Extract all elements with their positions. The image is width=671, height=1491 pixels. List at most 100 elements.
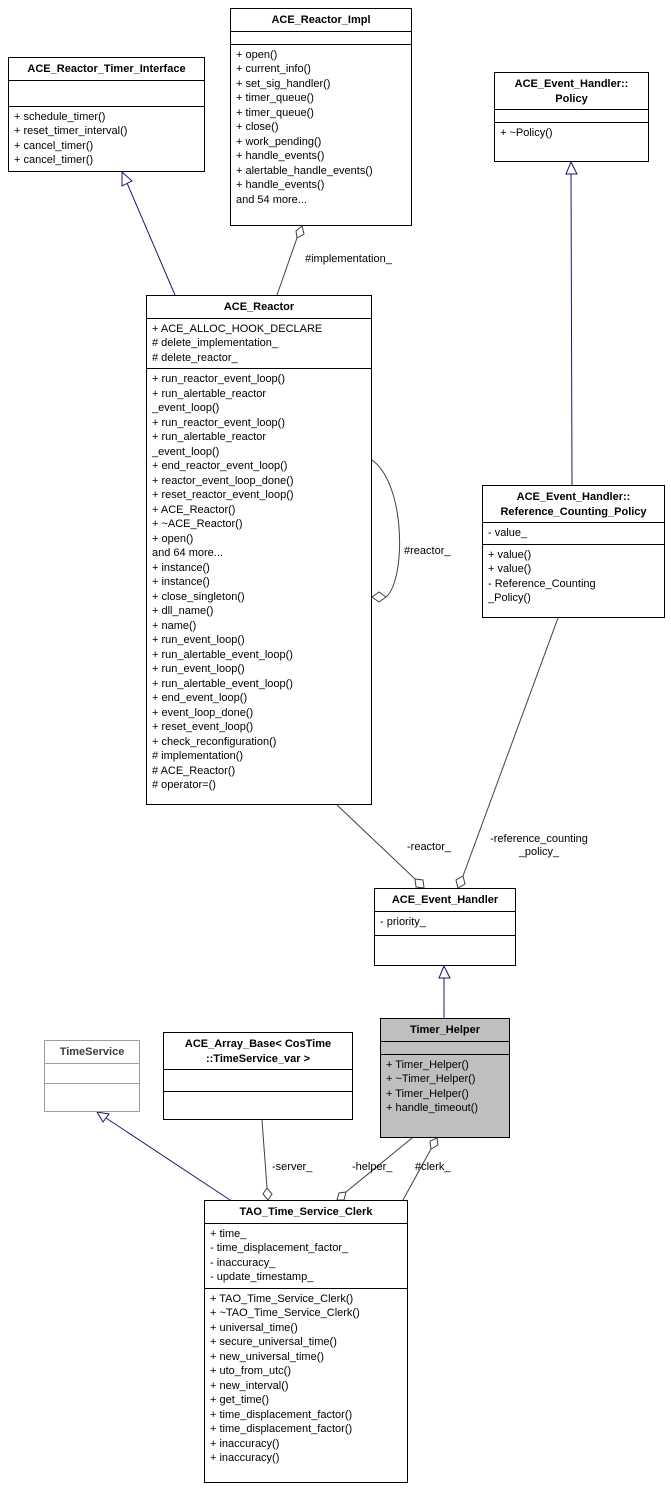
edge-reactor-self (371, 459, 401, 603)
text-line: + cancel_timer() (14, 154, 94, 166)
text-line: ACE_Array_Base< CosTime (184, 1038, 332, 1050)
text-line: TAO_Time_Service_Clerk (239, 1206, 373, 1218)
text-line: Timer_Helper (409, 1024, 481, 1036)
inheritance-arrowhead (121, 170, 133, 187)
edge-label-reactor: -reactor_ (407, 841, 452, 853)
text-line: + universal_time() (210, 1321, 298, 1334)
text-line: + ~Timer_Helper() (386, 1073, 476, 1085)
text-line: ACE_Reactor_Impl (271, 14, 371, 26)
text-line: + ~ACE_Reactor() (152, 518, 243, 530)
text-line: _event_loop() (152, 402, 220, 414)
edge-label-server: -server_ (272, 1161, 313, 1173)
edge-refpolicy-inherits-policy (565, 160, 578, 486)
text-line: + instance() (152, 576, 210, 588)
class-title: ACE_Event_Handler (375, 889, 515, 911)
class-title: ACE_Reactor (147, 296, 371, 318)
text-line: + alertable_handle_events() (236, 164, 373, 177)
class-title: ACE_Reactor_Timer_Interface (9, 58, 204, 80)
text-line: - time_displacement_factor_ (210, 1242, 349, 1254)
text-line: + cancel_timer() (14, 139, 94, 152)
edge-helper-member (336, 1137, 413, 1201)
inheritance-arrowhead (565, 160, 578, 175)
text-line: + timer_queue() (236, 92, 314, 104)
text-line: + run_alertable_event_loop() (152, 677, 293, 690)
methods-compartment: + ~Policy() (495, 122, 648, 161)
text-line: + value() (488, 563, 532, 575)
text-line: + close_singleton() (152, 590, 245, 603)
attributes-compartment: - priority_ (375, 910, 515, 935)
edge-label-line: _policy_ (518, 846, 560, 858)
text-line: ACE_Event_Handler (391, 894, 499, 906)
text-line: # delete_implementation_ (152, 337, 278, 349)
text-line: + name() (152, 619, 197, 632)
methods-compartment (164, 1091, 352, 1119)
text-line: + Timer_Helper() (386, 1087, 469, 1100)
text-line: - value_ (488, 527, 528, 539)
text-line: + ~Policy() (500, 127, 553, 139)
aggregation-diamond (336, 1191, 347, 1201)
text-line: + secure_universal_time() (210, 1336, 337, 1348)
attributes-compartment (231, 30, 411, 44)
edge-label-reference-counting-policy: -reference_counting _policy_ (479, 833, 599, 859)
text-line: + instance() (152, 561, 210, 574)
edge-reference-counting-policy-member (455, 617, 559, 889)
attributes-compartment: - value_ (483, 522, 664, 544)
class-box-ace-reactor-timer-interface[interactable]: ACE_Reactor_Timer_Interface + schedule_t… (8, 57, 205, 172)
class-box-ace-event-handler-policy[interactable]: ACE_Event_Handler::Policy + ~Policy() (494, 72, 649, 162)
text-line: + event_loop_done() (152, 706, 254, 719)
edge-implementation (276, 225, 305, 296)
text-line: ACE_Reactor (223, 301, 295, 313)
text-line: # ACE_Reactor() (152, 764, 236, 777)
text-line: + reset_timer_interval() (14, 125, 128, 137)
class-box-ace-event-handler[interactable]: ACE_Event_Handler - priority_ (374, 888, 516, 966)
text-line: and 54 more... (236, 193, 307, 206)
edge-reactor-inherits-timer-interface (121, 170, 176, 296)
class-box-timeservice[interactable]: TimeService (44, 1040, 140, 1112)
text-line: + handle_events() (236, 179, 325, 191)
edge-clerk-inherits-timeservice (96, 1111, 231, 1201)
text-line: + reset_event_loop() (152, 721, 254, 733)
class-box-ace-reactor[interactable]: ACE_Reactor + ACE_ALLOC_HOOK_DECLARE# de… (146, 295, 372, 805)
text-line: + close() (236, 121, 279, 133)
aggregation-diamond (371, 591, 387, 603)
text-line: + new_universal_time() (210, 1350, 325, 1363)
text-line: # implementation() (152, 750, 244, 762)
edge-reactor-member (336, 804, 425, 889)
text-line: + set_sig_handler() (236, 77, 331, 90)
class-box-timer-helper[interactable]: Timer_Helper + Timer_Helper() + ~Timer_He… (380, 1018, 510, 1138)
text-line: + uto_from_utc() (210, 1365, 292, 1377)
class-box-ace-reactor-impl[interactable]: ACE_Reactor_Impl + open()+ current_info(… (230, 8, 412, 226)
text-line: + value() (488, 548, 532, 561)
text-line: + dll_name() (152, 605, 214, 617)
text-line: TimeService (59, 1046, 125, 1058)
attributes-compartment (164, 1069, 352, 1091)
text-line: ACE_Event_Handler:: (514, 78, 629, 90)
edge-server-member (261, 1119, 273, 1201)
edge-label-clerk: #clerk_ (415, 1161, 451, 1173)
class-box-tao-time-service-clerk[interactable]: TAO_Time_Service_Clerk + time_- time_dis… (204, 1200, 408, 1483)
text-line: + timer_queue() (236, 106, 314, 119)
text-line: and 64 more... (152, 547, 223, 559)
text-line: + reactor_event_loop_done() (152, 474, 294, 487)
text-line: # operator=() (152, 779, 216, 791)
text-line: Policy (555, 92, 588, 105)
class-title: ACE_Reactor_Impl (231, 9, 411, 31)
text-line: + Timer_Helper() (386, 1058, 469, 1071)
text-line: - update_timestamp_ (210, 1271, 314, 1283)
class-box-ace-event-handler-reference-counting-policy[interactable]: ACE_Event_Handler::Reference_Counting_Po… (482, 485, 665, 618)
text-line: + reset_reactor_event_loop() (152, 489, 294, 501)
attributes-compartment: + ACE_ALLOC_HOOK_DECLARE# delete_impleme… (147, 317, 371, 369)
methods-compartment: + value()+ value()- Reference_Counting_P… (483, 543, 664, 618)
class-box-ace-array-base[interactable]: ACE_Array_Base< CosTime::TimeService_var… (163, 1032, 353, 1120)
text-line: _event_loop() (152, 445, 220, 458)
methods-compartment (375, 934, 515, 966)
text-line: + check_reconfiguration() (152, 735, 277, 748)
text-line: + ~TAO_Time_Service_Clerk() (210, 1307, 360, 1319)
aggregation-diamond (295, 225, 305, 239)
text-line: + open() (152, 532, 194, 545)
text-line: + open() (236, 48, 278, 61)
class-title: TAO_Time_Service_Clerk (205, 1201, 407, 1223)
text-line: + handle_timeout() (386, 1102, 479, 1114)
